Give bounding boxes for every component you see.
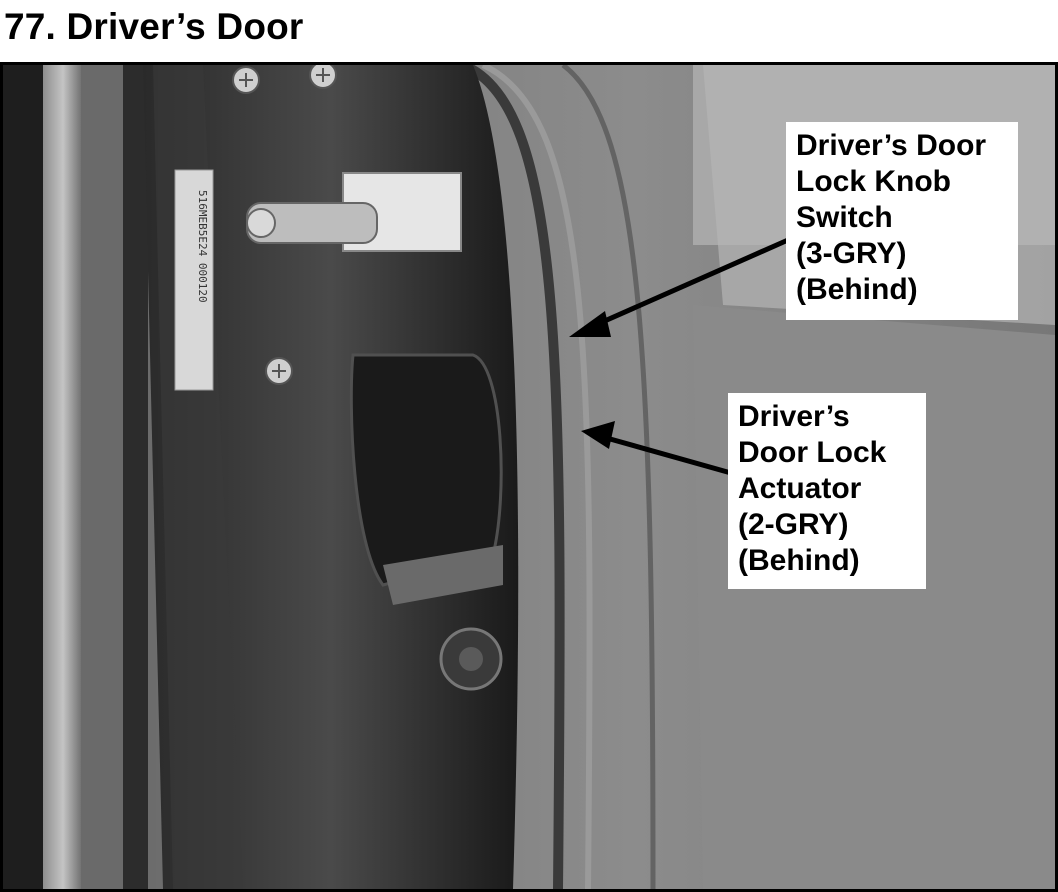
callout-line: (Behind) [796, 273, 918, 306]
callout-line: (3-GRY) [796, 237, 907, 270]
callout-line: (2-GRY) [738, 508, 849, 541]
screw-top-right [309, 65, 337, 89]
callout-line: Switch [796, 201, 893, 234]
door-striker [246, 172, 462, 252]
callout-line: Driver’s Door [796, 129, 987, 162]
screw-middle [265, 357, 293, 385]
callout-lock-knob-switch: Driver’s Door Lock Knob Switch (3-GRY) (… [786, 122, 1018, 320]
callout-line: Actuator [738, 472, 862, 505]
callout-line: Lock Knob [796, 165, 951, 198]
callout-line: (Behind) [738, 544, 860, 577]
callout-line: Door Lock [738, 436, 887, 469]
screw-top-left [232, 66, 260, 94]
door-bumper [439, 627, 503, 691]
arrow-to-lock-knob-switch [569, 237, 790, 337]
callout-lock-actuator: Driver’s Door Lock Actuator (2-GRY) (Beh… [728, 393, 926, 589]
arrow-to-lock-actuator [581, 421, 732, 476]
page-title: 77. Driver’s Door [4, 6, 304, 47]
callout-line: Driver’s [738, 400, 850, 433]
sticker-text: 516MEB5E24 000120 [196, 190, 209, 303]
